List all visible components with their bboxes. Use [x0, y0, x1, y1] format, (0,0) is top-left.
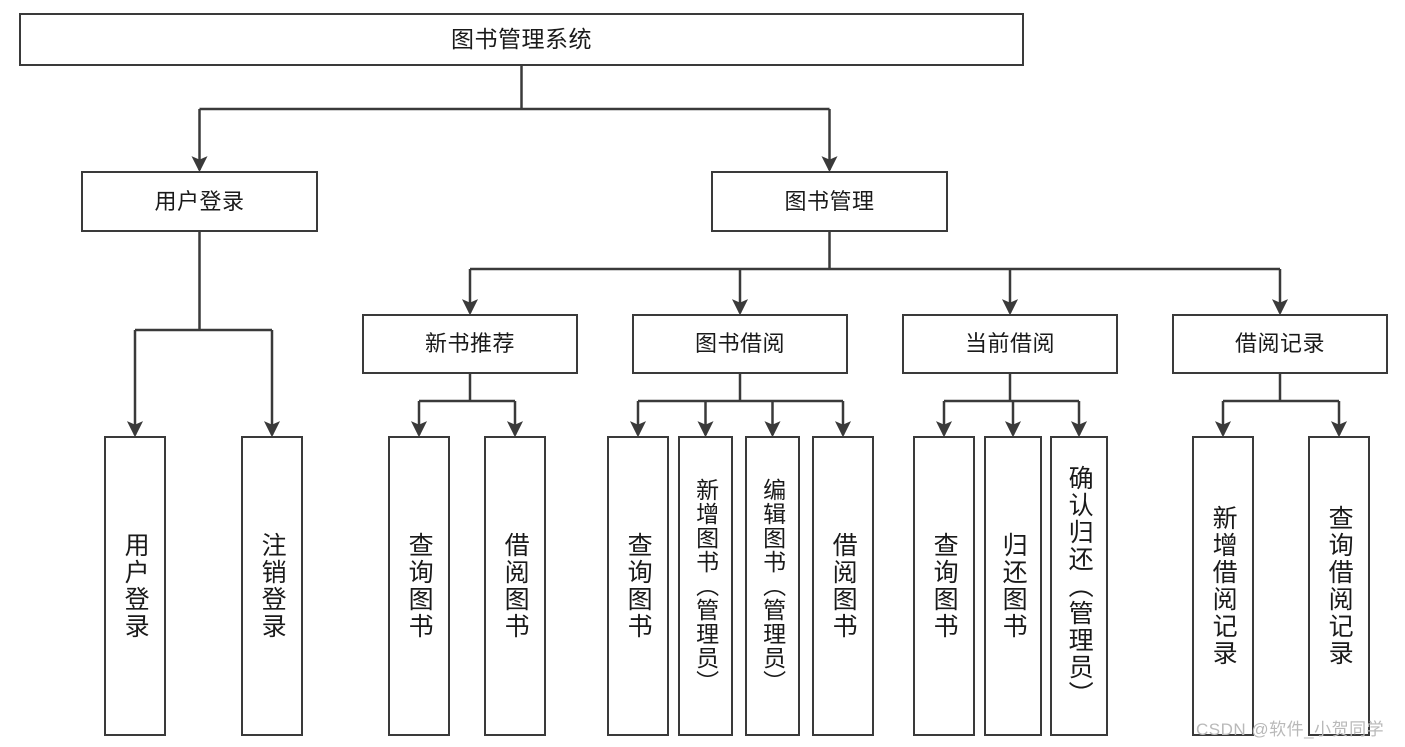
node-leaf-bw-edit[interactable]: 编辑图书（管理员）: [745, 436, 800, 736]
node-label: 查询图书: [930, 532, 959, 640]
node-newbook[interactable]: 新书推荐: [362, 314, 578, 374]
node-label: 用户登录: [121, 532, 150, 640]
node-label: 图书管理: [784, 188, 875, 214]
node-leaf-rec-query[interactable]: 查询借阅记录: [1308, 436, 1370, 736]
node-borrow[interactable]: 图书借阅: [632, 314, 848, 374]
node-label: 图书管理系统: [451, 26, 592, 53]
node-current[interactable]: 当前借阅: [902, 314, 1118, 374]
node-leaf-rec-add[interactable]: 新增借阅记录: [1192, 436, 1254, 736]
node-leaf-cur-return[interactable]: 归还图书: [984, 436, 1042, 736]
node-leaf-bw-add[interactable]: 新增图书（管理员）: [678, 436, 733, 736]
node-leaf-bw-borrow[interactable]: 借阅图书: [812, 436, 874, 736]
node-label: 借阅图书: [829, 532, 858, 640]
node-label: 用户登录: [154, 188, 245, 214]
node-label: 查询借阅记录: [1325, 505, 1354, 667]
node-label: 借阅图书: [501, 532, 530, 640]
node-label: 注销登录: [258, 532, 287, 640]
csdn-watermark: CSDN @软件_小贺同学: [1196, 720, 1385, 739]
node-records[interactable]: 借阅记录: [1172, 314, 1388, 374]
node-label: 确认归还（管理员）: [1065, 464, 1094, 708]
node-label: 新增图书（管理员）: [692, 478, 719, 694]
node-leaf-nb-borrow[interactable]: 借阅图书: [484, 436, 546, 736]
node-leaf-logout[interactable]: 注销登录: [241, 436, 303, 736]
node-label: 当前借阅: [964, 331, 1055, 357]
node-label: 借阅记录: [1234, 331, 1325, 357]
node-label: 新增借阅记录: [1209, 505, 1238, 667]
node-label: 归还图书: [999, 532, 1028, 640]
node-label: 编辑图书（管理员）: [759, 478, 786, 694]
node-login[interactable]: 用户登录: [81, 171, 318, 232]
node-leaf-nb-query[interactable]: 查询图书: [388, 436, 450, 736]
node-root[interactable]: 图书管理系统: [19, 13, 1024, 66]
node-label: 新书推荐: [424, 331, 515, 357]
node-leaf-cur-confirm[interactable]: 确认归还（管理员）: [1050, 436, 1108, 736]
node-leaf-cur-query[interactable]: 查询图书: [913, 436, 975, 736]
node-label: 查询图书: [624, 532, 653, 640]
node-leaf-bw-query[interactable]: 查询图书: [607, 436, 669, 736]
node-bookmgmt[interactable]: 图书管理: [711, 171, 948, 232]
node-leaf-user-login[interactable]: 用户登录: [104, 436, 166, 736]
node-label: 图书借阅: [694, 331, 785, 357]
node-label: 查询图书: [405, 532, 434, 640]
